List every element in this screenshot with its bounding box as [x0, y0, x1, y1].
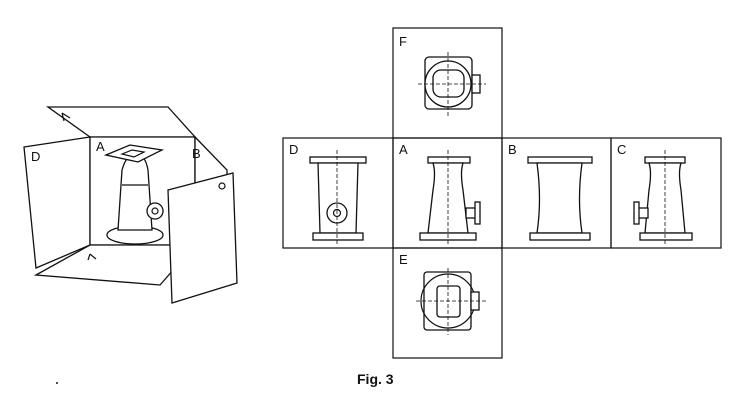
box-front-flap — [167, 172, 238, 304]
view-c-right — [633, 150, 693, 244]
net-label-a: A — [399, 142, 408, 157]
panel-c — [610, 137, 722, 249]
fitting-side-nozzle — [146, 202, 164, 220]
flap-mark — [218, 182, 226, 190]
unfolded-net — [282, 27, 722, 359]
arrow-mark-top — [61, 112, 71, 122]
box-label-a: A — [96, 139, 105, 154]
panel-e — [392, 247, 503, 359]
net-label-b: B — [508, 142, 517, 157]
fitting-top-flange — [103, 144, 165, 163]
figure-caption: Fig. 3 — [357, 371, 394, 387]
view-b-back — [527, 156, 593, 241]
box-label-b: B — [192, 146, 201, 161]
view-f-top — [418, 52, 486, 116]
box-label-d: D — [31, 149, 40, 164]
arrow-mark-bottom — [87, 253, 97, 261]
net-label-f: F — [399, 34, 407, 49]
net-label-c: C — [617, 142, 626, 157]
view-e-bottom — [416, 268, 486, 335]
view-d-left — [309, 150, 367, 244]
fitting-body — [117, 157, 153, 231]
box-top-flap-back — [45, 106, 197, 138]
box-pipe-fitting — [103, 144, 165, 245]
stray-dot — [56, 382, 58, 384]
net-label-d: D — [289, 142, 298, 157]
view-a-front — [419, 150, 481, 244]
net-label-e: E — [399, 252, 408, 267]
open-box-illustration — [23, 106, 238, 304]
